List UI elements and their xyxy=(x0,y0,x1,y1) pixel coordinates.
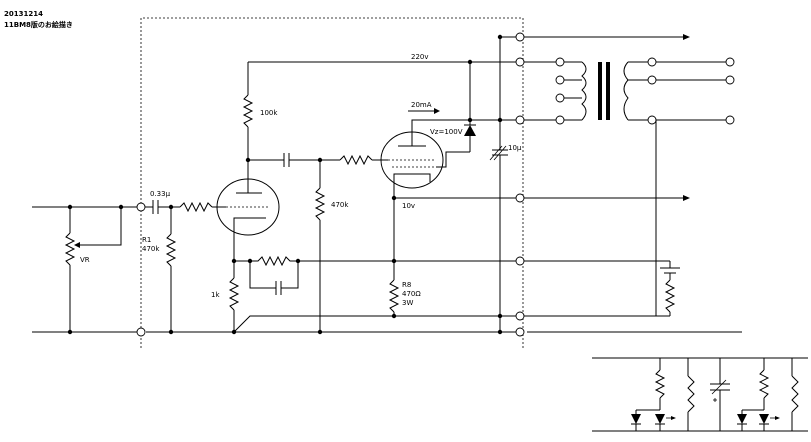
cap-10u-label: 10μ xyxy=(508,144,522,152)
tube-v1 xyxy=(216,162,280,236)
heater-line: 10v xyxy=(391,195,516,210)
r8-value: 470Ω xyxy=(402,290,421,298)
board-outline xyxy=(140,17,524,348)
output-transformer xyxy=(555,57,735,316)
grid-leak-label: 470k xyxy=(331,201,349,209)
b-plus-label: 220v xyxy=(411,53,429,61)
current-label: 20mA xyxy=(411,101,432,109)
input-coupling: 0.33μ R1 470k xyxy=(142,190,222,335)
ground-terminal-left xyxy=(136,327,146,337)
decoupling-cap: 10μ xyxy=(489,34,522,335)
b-plus-line: 220v Vz=100V xyxy=(248,53,516,152)
v2-plate-line: 20mA xyxy=(408,101,470,130)
bias-element xyxy=(656,261,680,317)
r8-name: R8 xyxy=(402,281,411,289)
interstage-coupling: 470k xyxy=(248,153,382,335)
output-lines xyxy=(524,34,690,317)
tube-v2 xyxy=(380,130,470,198)
cathode-r-label: 1k xyxy=(211,291,220,299)
detail-schematic xyxy=(592,357,808,432)
terminal-column xyxy=(470,36,516,319)
r8-power: 3W xyxy=(402,299,413,307)
header-date: 20131214 xyxy=(4,10,43,18)
plate-load: 100k xyxy=(242,62,278,163)
r1-name: R1 xyxy=(142,236,151,244)
heater-label: 10v xyxy=(402,202,415,210)
vr-label: VR xyxy=(80,256,90,264)
input-section: VR xyxy=(32,204,140,335)
c-input-label: 0.33μ xyxy=(150,190,171,198)
input-terminal xyxy=(136,202,146,212)
header-title: 11BM8版のお絵描き xyxy=(4,20,73,29)
cathode-network: 1k xyxy=(211,236,516,335)
plate-load-label: 100k xyxy=(260,109,278,117)
r1-value: 470k xyxy=(142,245,160,253)
zener-label: Vz=100V xyxy=(430,128,463,136)
terminals-right xyxy=(515,32,525,337)
r8-resistor: R8 470Ω 3W xyxy=(388,198,421,319)
